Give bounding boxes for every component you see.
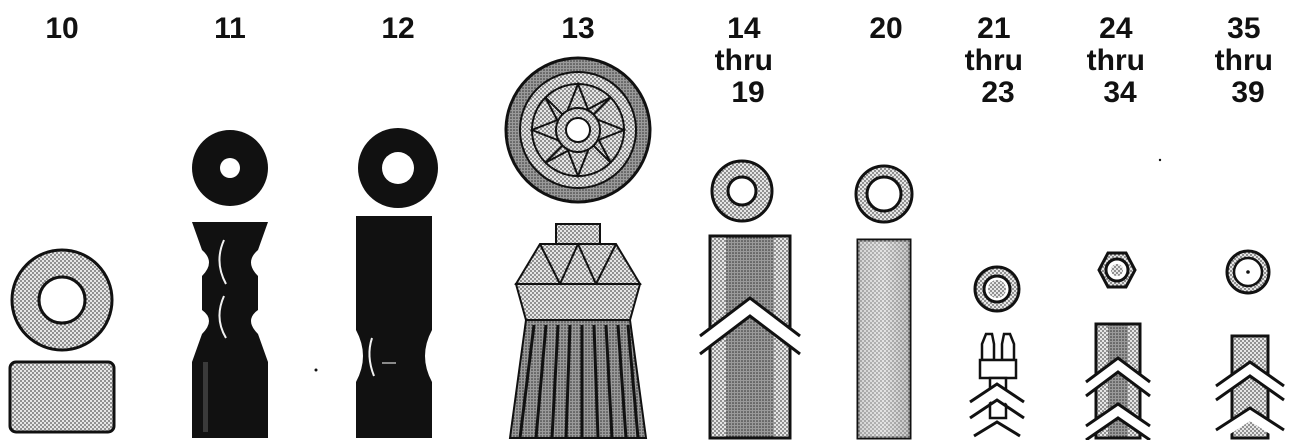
part-20: 20: [854, 12, 914, 440]
label-line: 19: [731, 76, 764, 109]
cone-side-view: [508, 223, 648, 439]
notched-spacer-side-view: [356, 216, 432, 438]
part-label: 10: [45, 12, 78, 45]
part-13: 13: [504, 12, 652, 439]
part-14-thru-19: 14 thru 19: [695, 12, 805, 440]
label-line: 13: [561, 12, 594, 45]
hex-standoff-top-view: [1097, 251, 1137, 289]
washer-top-view: [10, 248, 114, 352]
label-line: 21: [977, 12, 1010, 45]
label-line: 34: [1103, 76, 1137, 109]
standoff-top-view: [710, 159, 774, 223]
break-line: [695, 297, 805, 350]
label-line: 10: [45, 12, 78, 45]
part-label: 20: [869, 12, 902, 45]
label-line: 11: [214, 12, 246, 45]
label-line: 12: [381, 12, 414, 45]
washer-side-view: [8, 360, 116, 434]
snap-clip-side-view: [966, 332, 1028, 438]
part-35-thru-39: 35 thru 39: [1212, 12, 1288, 440]
part-label: 24 thru 34: [1087, 12, 1154, 109]
spacer-top-view: [192, 130, 268, 206]
part-label: 21 thru 23: [965, 12, 1032, 109]
part-label: 35 thru 39: [1215, 12, 1282, 109]
clip-top-view: [973, 265, 1021, 313]
part-11: 11: [192, 12, 268, 438]
spacer-top-view: [854, 164, 914, 224]
hex-standoff-side-view: [1082, 322, 1154, 440]
label-line: 23: [981, 76, 1014, 109]
spacer-side-view: [1212, 334, 1288, 440]
part-12: 12: [356, 12, 438, 438]
standoff-side-view: [695, 234, 805, 440]
spacer-top-view: [358, 128, 438, 208]
label-line: 24: [1099, 12, 1133, 45]
label-line: 14: [727, 12, 761, 45]
label-line: thru: [1215, 44, 1273, 77]
label-line: 20: [869, 12, 902, 45]
part-21-thru-23: 21 thru 23: [965, 12, 1032, 438]
part-10: 10: [8, 12, 116, 434]
part-24-thru-34: 24 thru 34: [1082, 12, 1154, 440]
label-line: thru: [1087, 44, 1145, 77]
part-label: 11: [214, 12, 246, 45]
label-line: 35: [1227, 12, 1260, 45]
cone-top-view: [504, 56, 652, 204]
scan-speck: [1158, 158, 1162, 162]
part-label: 14 thru 19: [715, 12, 782, 109]
part-label: 12: [381, 12, 414, 45]
label-line: thru: [715, 44, 773, 77]
scan-speck: [314, 368, 318, 372]
label-line: 39: [1231, 76, 1264, 109]
label-line: thru: [965, 44, 1023, 77]
part-label: 13: [561, 12, 594, 45]
spacer-top-view: [1225, 249, 1271, 295]
grooved-spacer-side-view: [192, 222, 268, 438]
